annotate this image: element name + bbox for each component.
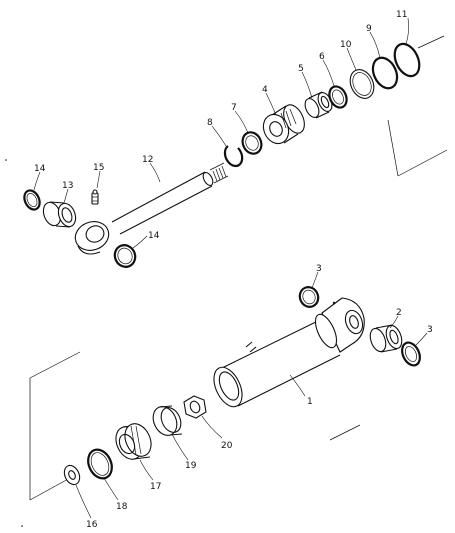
- label-part-15: 15: [93, 163, 104, 173]
- part-1-cylinder-tube: [213, 297, 365, 408]
- label-part-9: 9: [366, 24, 372, 34]
- part-18-wear-ring: [87, 448, 113, 480]
- label-part-12: 12: [142, 155, 153, 165]
- part-6-ring: [328, 85, 348, 109]
- part-17-piston: [115, 423, 152, 460]
- part-10-backup-ring: [349, 69, 375, 99]
- part-11-o-ring: [393, 42, 421, 78]
- label-part-10: 10: [340, 40, 352, 50]
- part-8-snap-ring: [223, 145, 244, 168]
- label-part-6: 6: [319, 52, 325, 62]
- part-4-piston: [262, 104, 305, 145]
- label-part-13: 13: [62, 181, 73, 191]
- label-part-3-top: 3: [316, 264, 322, 274]
- label-part-11: 11: [396, 10, 407, 20]
- part-20-nut: [183, 395, 207, 419]
- label-part-7: 7: [231, 103, 237, 113]
- part-14-seal-left: [23, 189, 41, 211]
- label-part-16: 16: [86, 520, 98, 530]
- label-part-17: 17: [150, 482, 161, 492]
- label-part-20: 20: [221, 441, 233, 451]
- part-14-seal-lower: [113, 244, 137, 268]
- part-2-bushing: [369, 324, 403, 353]
- part-5-spacer: [304, 91, 333, 119]
- part-7-ring: [241, 131, 263, 155]
- label-part-14-top: 14: [34, 164, 46, 174]
- part-9-o-ring: [371, 56, 399, 90]
- label-part-4: 4: [262, 85, 268, 95]
- label-part-8: 8: [207, 118, 213, 128]
- label-part-3-right: 3: [427, 325, 433, 335]
- part-13-bushing: [42, 201, 77, 228]
- label-part-1: 1: [307, 397, 313, 407]
- label-part-19: 19: [185, 461, 197, 471]
- part-16-washer: [63, 464, 81, 486]
- part-3-seal-top: [298, 286, 320, 308]
- part-15-grease-fitting: [91, 189, 99, 205]
- part-3-seal-right: [401, 341, 421, 367]
- label-part-18: 18: [116, 502, 128, 512]
- label-part-5: 5: [298, 64, 304, 74]
- part-19-backup-ring: [152, 405, 183, 436]
- label-part-2: 2: [396, 308, 402, 318]
- frame-lines: [5, 35, 448, 527]
- label-part-14-bottom: 14: [148, 231, 160, 241]
- leader-lines: [33, 17, 428, 519]
- part-labels: 11 9 10 6 5 4 7 8 12 15 14 13 14 3 2 3 1…: [34, 10, 433, 530]
- part-12-piston-rod: [74, 162, 229, 255]
